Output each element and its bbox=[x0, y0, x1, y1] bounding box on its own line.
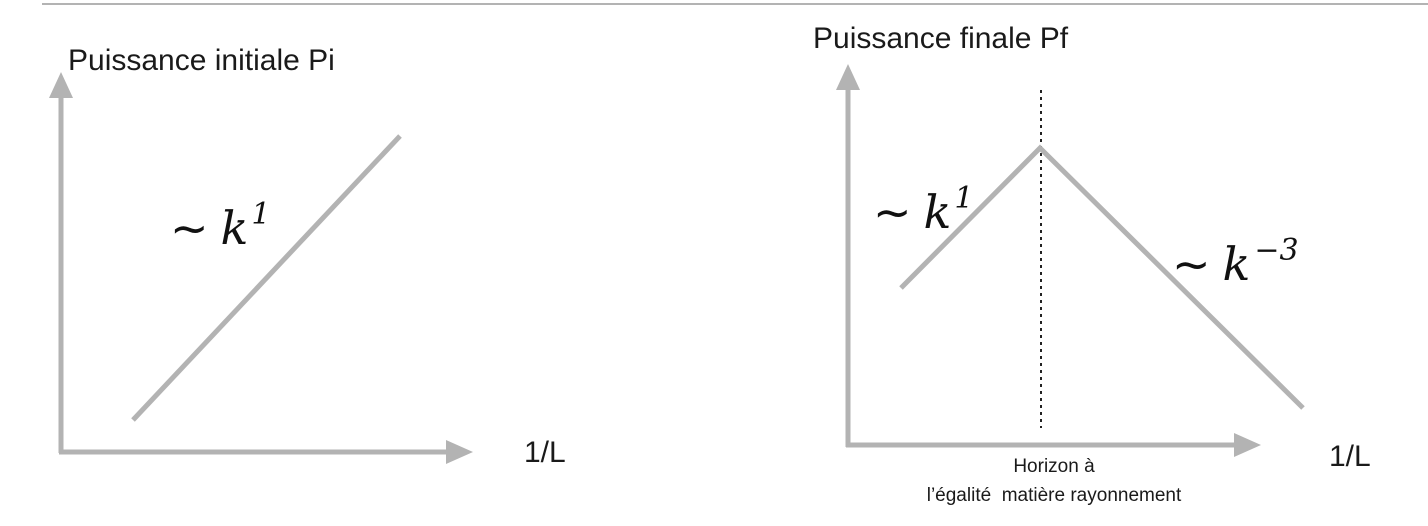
left-slope-exponent: 1 bbox=[251, 197, 270, 232]
right-x-axis-label: 1/L bbox=[1329, 440, 1371, 473]
left-slope-tilde: ~ bbox=[170, 201, 209, 255]
right-falling-tilde: ~ bbox=[1172, 237, 1211, 291]
marker-caption-line2: l’égalité matière rayonnement bbox=[927, 485, 1182, 506]
right-rising-base: k bbox=[924, 185, 952, 239]
left-x-axis-arrowhead bbox=[446, 440, 473, 464]
left-x-axis-label: 1/L bbox=[524, 436, 566, 469]
right-peaked-curve bbox=[899, 144, 1305, 410]
right-rising-exponent: 1 bbox=[954, 181, 973, 216]
right-x-axis-arrowhead bbox=[1234, 433, 1261, 457]
right-falling-exponent: −3 bbox=[1254, 233, 1298, 268]
right-y-axis-label: Puissance finale Pf bbox=[813, 22, 1069, 55]
marker-caption-line1: Horizon à bbox=[1013, 456, 1095, 477]
left-rising-line bbox=[131, 134, 402, 422]
left-y-axis-arrowhead bbox=[49, 72, 73, 98]
left-slope-base: k bbox=[221, 201, 249, 255]
right-falling-label: ~k−3 bbox=[1172, 233, 1299, 291]
left-y-axis-label: Puissance initiale Pi bbox=[68, 44, 335, 77]
top-rule bbox=[42, 3, 1428, 5]
right-y-axis-arrowhead bbox=[836, 64, 860, 90]
right-falling-base: k bbox=[1223, 237, 1251, 291]
right-rising-tilde: ~ bbox=[873, 185, 912, 239]
